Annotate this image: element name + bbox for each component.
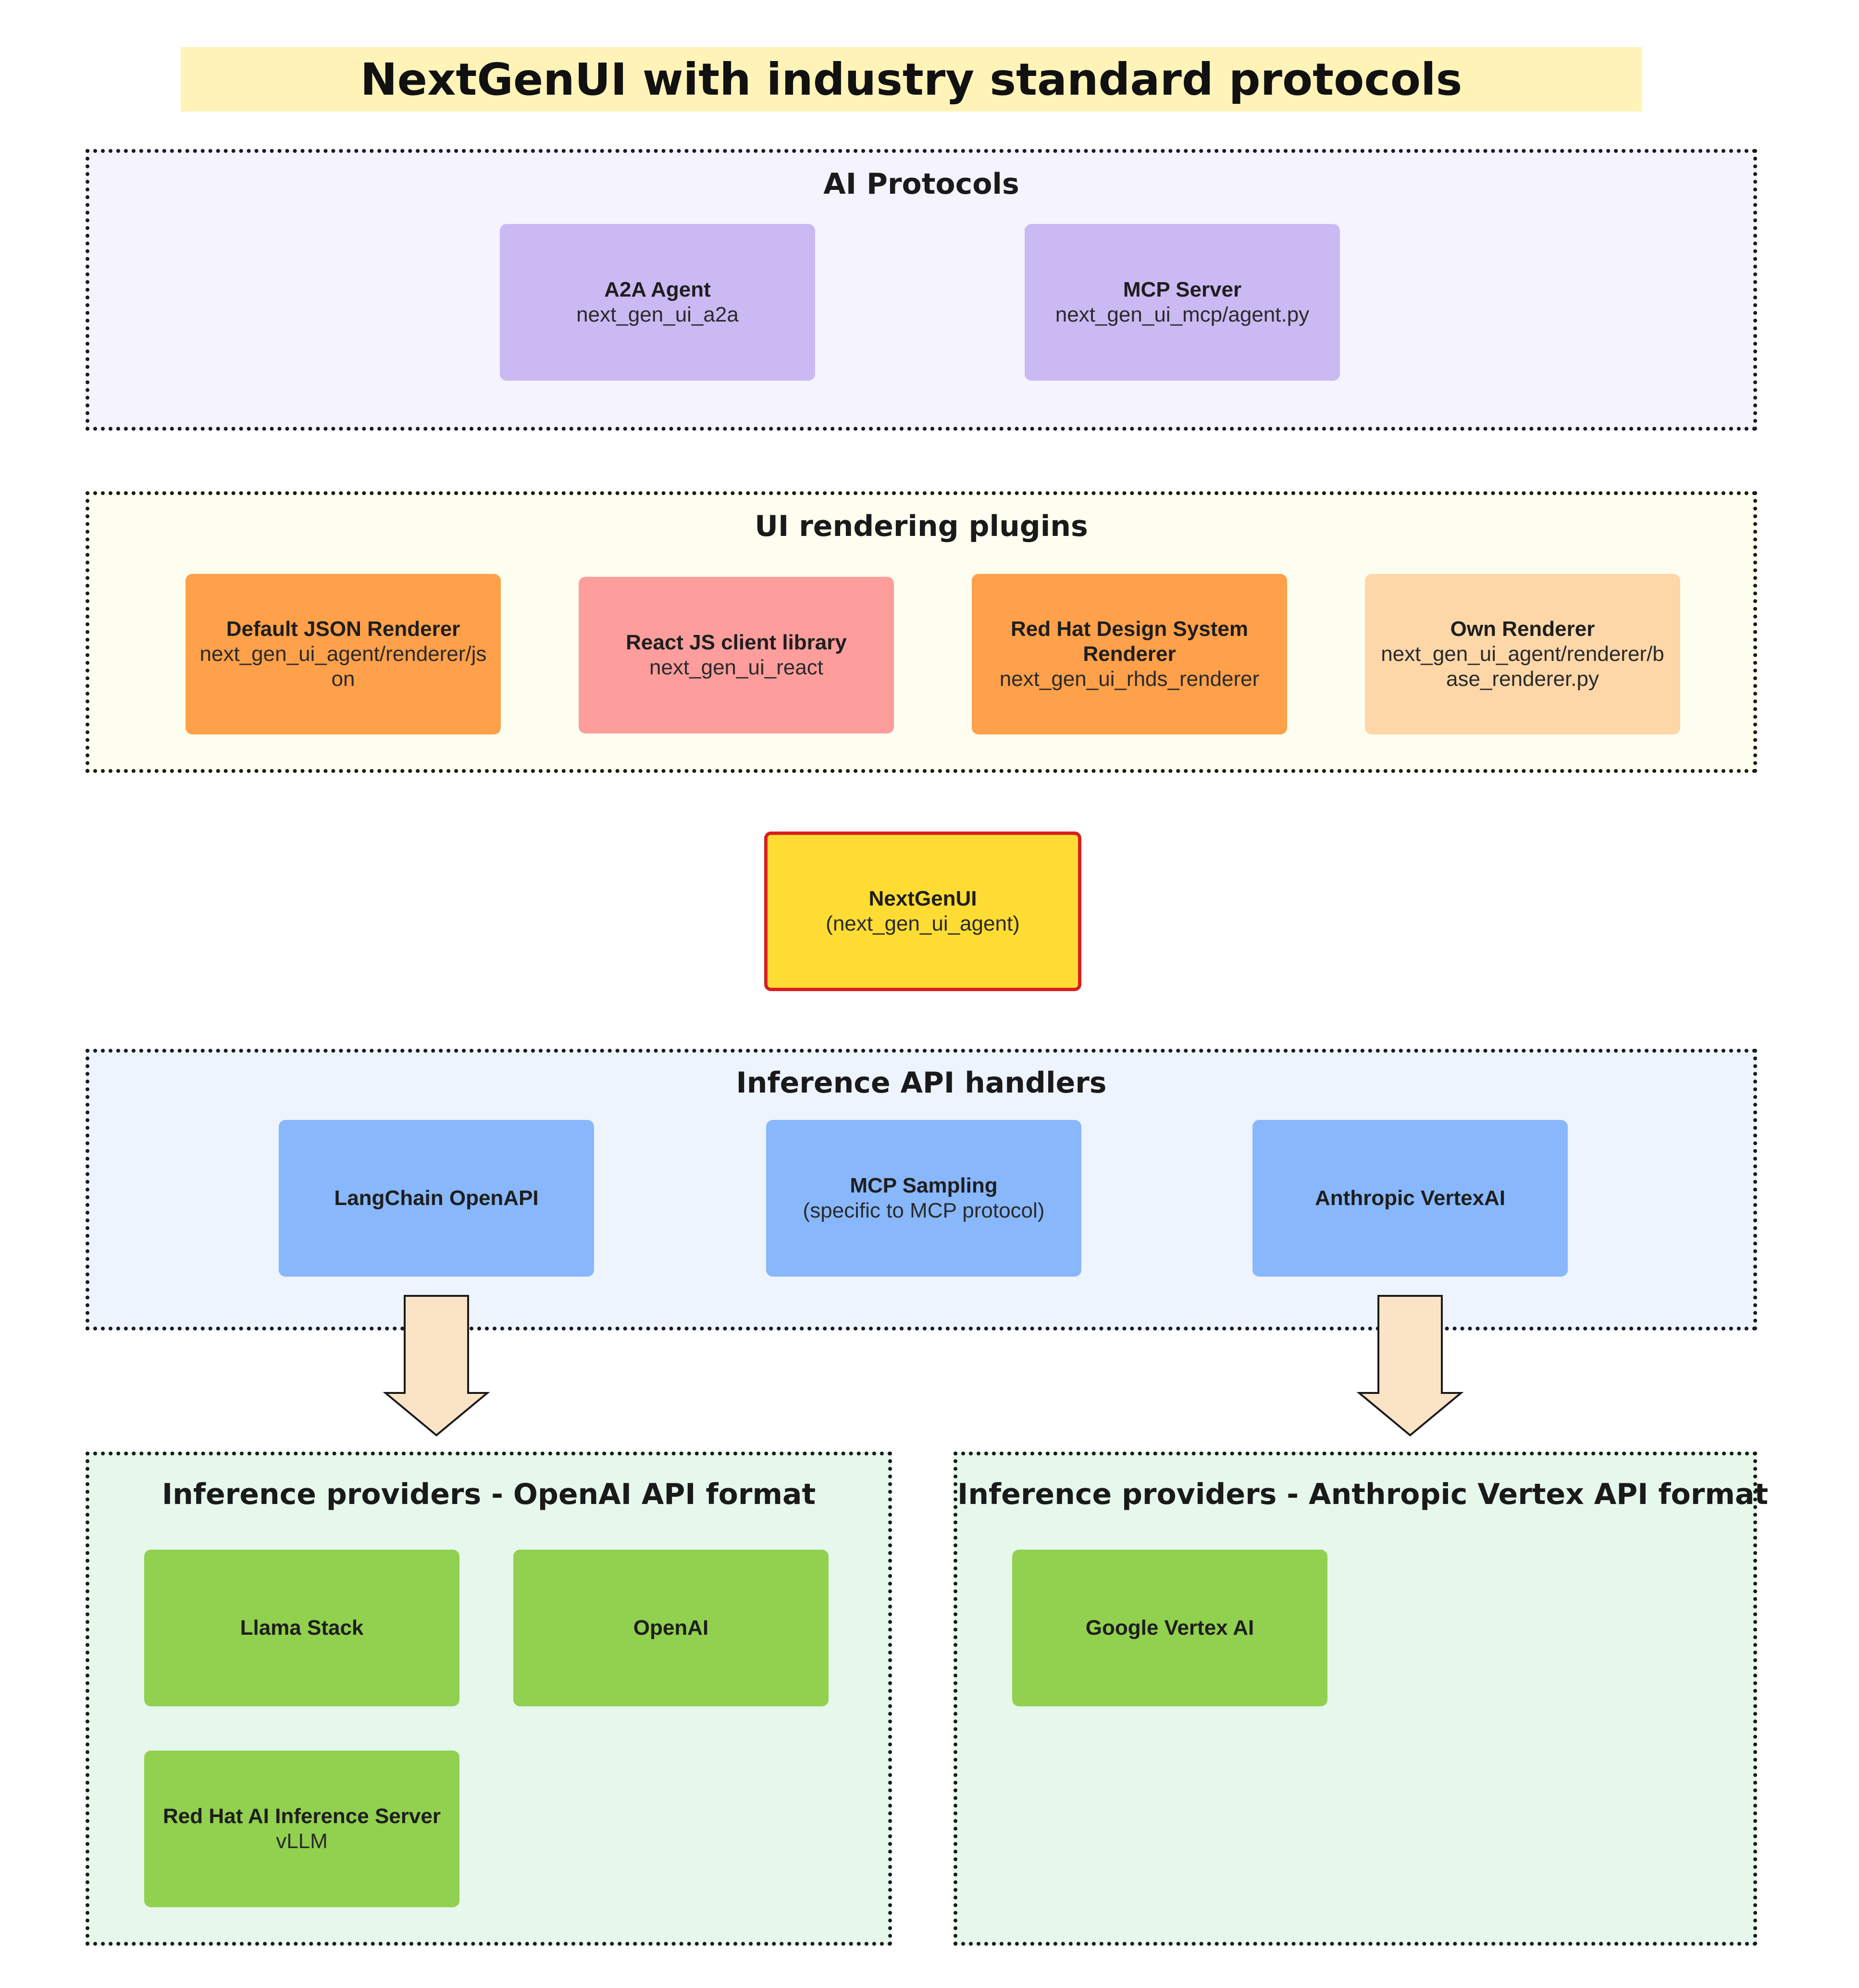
node-own-renderer: Own Renderer next_gen_ui_agent/renderer/… [1365, 574, 1680, 734]
group-ai-protocols: AI Protocols [86, 149, 1757, 431]
node-title: Own Renderer [1450, 617, 1595, 641]
node-subtitle: next_gen_ui_mcp/agent.py [1055, 303, 1310, 326]
node-title: Red Hat AI Inference Server [163, 1804, 441, 1828]
group-providers-anthropic: Inference providers - Anthropic Vertex A… [954, 1452, 1769, 1946]
node-nextgenui-core: NextGenUI (next_gen_ui_agent) [764, 832, 1081, 991]
node-react-js-client-library: React JS client library next_gen_ui_reac… [579, 577, 894, 733]
node-subtitle: next_gen_ui_agent/renderer/json [199, 642, 487, 691]
node-openai: OpenAI [513, 1550, 829, 1706]
node-subtitle: next_gen_ui_rhds_renderer [999, 667, 1260, 691]
node-mcp-server: MCP Server next_gen_ui_mcp/agent.py [1025, 224, 1340, 381]
node-subtitle: (next_gen_ui_agent) [826, 912, 1020, 935]
node-title: Anthropic VertexAI [1314, 1186, 1506, 1210]
group-title: Inference providers - OpenAI API format [161, 1478, 816, 1511]
node-default-json-renderer: Default JSON Renderer next_gen_ui_agent/… [186, 574, 501, 734]
node-title: OpenAI [633, 1616, 709, 1640]
node-title: NextGenUI [868, 887, 977, 910]
node-subtitle: (specific to MCP protocol) [803, 1199, 1045, 1222]
group-title: Inference providers - Anthropic Vertex A… [957, 1478, 1769, 1511]
node-anthropic-vertexai: Anthropic VertexAI [1252, 1120, 1568, 1277]
node-rhds-renderer: Red Hat Design System Renderer next_gen_… [972, 574, 1287, 734]
node-mcp-sampling: MCP Sampling (specific to MCP protocol) [766, 1120, 1081, 1277]
diagram-title-banner: NextGenUI with industry standard protoco… [181, 47, 1642, 112]
group-title: Inference API handlers [736, 1066, 1107, 1100]
node-title: React JS client library [626, 631, 847, 654]
node-llama-stack: Llama Stack [144, 1550, 459, 1706]
node-google-vertex-ai: Google Vertex AI [1012, 1550, 1327, 1706]
node-red-hat-ai-inference-server: Red Hat AI Inference Server vLLM [144, 1751, 459, 1907]
node-title: A2A Agent [604, 278, 711, 301]
node-subtitle: vLLM [276, 1829, 328, 1853]
node-subtitle: next_gen_ui_agent/renderer/base_renderer… [1381, 642, 1664, 691]
down-arrow-openai [383, 1295, 490, 1437]
node-title: LangChain OpenAPI [334, 1186, 539, 1210]
node-langchain-openapi: LangChain OpenAPI [279, 1120, 594, 1277]
node-title: Red Hat Design System Renderer [1011, 617, 1248, 666]
node-title: Llama Stack [240, 1616, 364, 1640]
diagram-title: NextGenUI with industry standard protoco… [360, 53, 1462, 105]
down-arrow-anthropic [1356, 1295, 1464, 1437]
node-title: Default JSON Renderer [226, 617, 460, 641]
node-title: MCP Server [1123, 278, 1242, 301]
node-subtitle: next_gen_ui_react [649, 656, 824, 679]
group-title: UI rendering plugins [755, 509, 1088, 543]
node-subtitle: next_gen_ui_a2a [576, 303, 739, 326]
node-title: MCP Sampling [850, 1174, 998, 1197]
node-a2a-agent: A2A Agent next_gen_ui_a2a [500, 224, 815, 381]
group-title: AI Protocols [823, 167, 1019, 201]
node-title: Google Vertex AI [1085, 1616, 1254, 1640]
